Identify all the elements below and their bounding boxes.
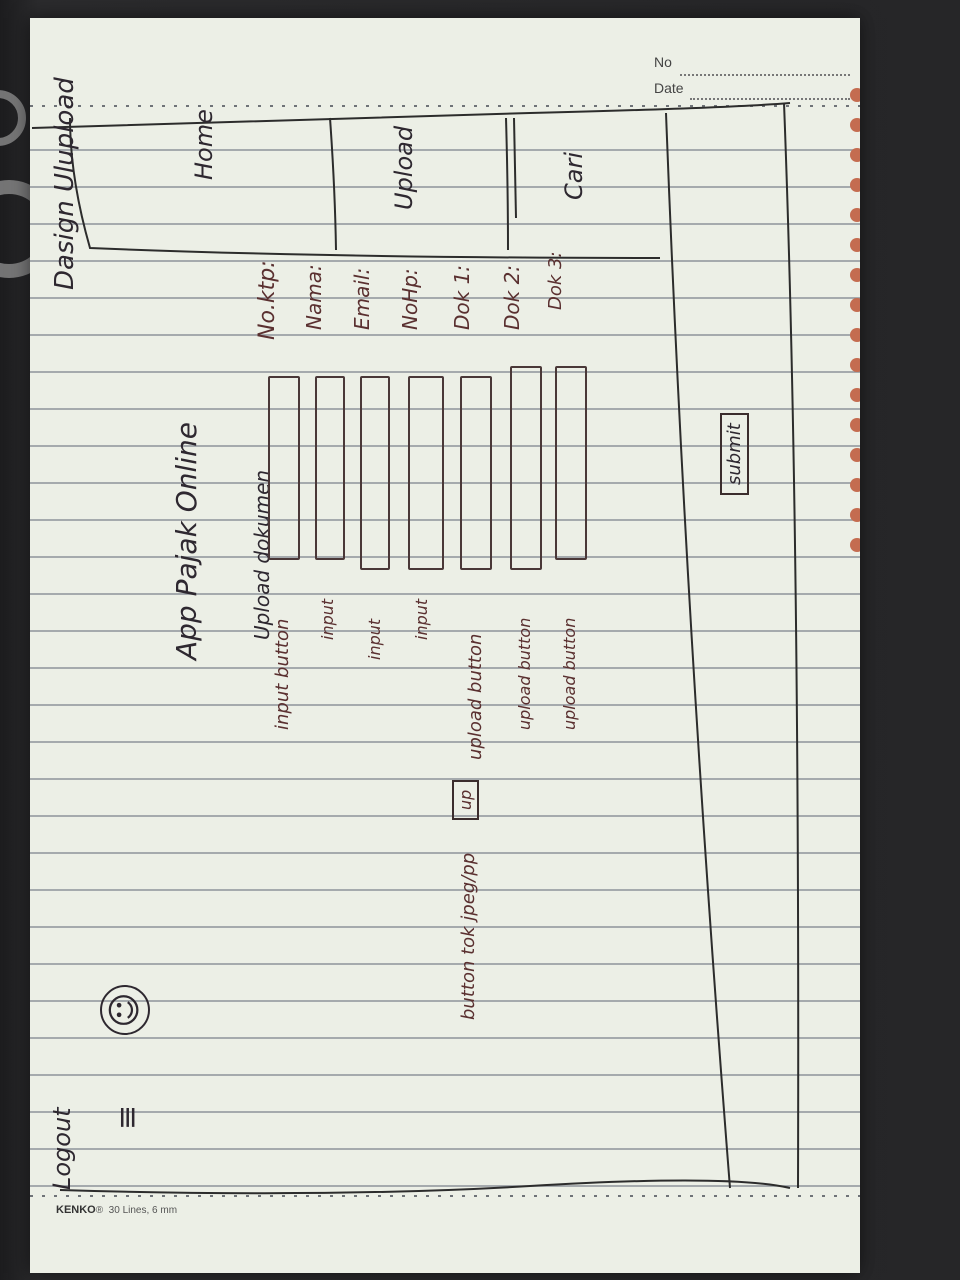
noktp-input[interactable] — [268, 376, 300, 560]
dok1-annotation: upload button — [465, 633, 486, 760]
field-label-nohp: NoHp: — [398, 268, 422, 330]
noktp-annotation: input button — [272, 618, 293, 730]
nav-upload[interactable]: Upload — [390, 125, 418, 210]
dok3-upload-field[interactable] — [555, 366, 587, 560]
dok3-annotation: upload button — [560, 617, 579, 730]
field-label-email: Email: — [350, 267, 374, 330]
wireframe-sketch: Dasign Ulupload Logout ≡ ☺ App Pajak Onl… — [40, 77, 850, 1200]
header-date-label: Date — [654, 80, 684, 96]
binder-ring-icon — [0, 90, 26, 146]
app-title: App Pajak Online — [170, 421, 203, 660]
field-label-nama: Nama: — [302, 264, 326, 330]
nohp-input[interactable] — [408, 376, 444, 570]
profile-avatar-icon[interactable]: ☺ — [100, 985, 150, 1035]
notebook-brand: KENKO® 30 Lines, 6 mm — [56, 1204, 178, 1216]
email-input[interactable] — [360, 376, 390, 570]
nohp-annotation: input — [412, 598, 431, 640]
nama-annotation: input — [318, 598, 337, 640]
nav-cari[interactable]: Cari — [560, 152, 588, 200]
nama-input[interactable] — [315, 376, 345, 560]
submit-button[interactable]: submit — [720, 413, 749, 495]
nav-home[interactable]: Home — [190, 109, 218, 180]
field-label-dok3: Dok 3: — [545, 251, 566, 310]
binder-holes — [850, 88, 860, 568]
email-annotation: input — [365, 618, 384, 660]
ruled-lines — [30, 102, 860, 1197]
logout-link[interactable]: Logout — [48, 1107, 76, 1190]
dok1-upload-field[interactable] — [460, 376, 492, 570]
up-button[interactable]: up — [452, 779, 479, 820]
field-label-dok1: Dok 1: — [450, 264, 474, 330]
hamburger-menu-icon[interactable]: ≡ — [110, 1104, 145, 1130]
up-button-note: button tok jpeg/pp — [458, 852, 479, 1020]
dok2-annotation: upload button — [515, 617, 534, 730]
dok2-upload-field[interactable] — [510, 366, 542, 570]
field-label-noktp: No.ktp: — [255, 260, 280, 340]
notebook-page: No Date KENKO® 30 Lines, 6 mm — [30, 18, 860, 1273]
header-no-label: No — [654, 54, 672, 70]
field-label-dok2: Dok 2: — [500, 264, 524, 330]
page-title: Dasign Ulupload — [50, 77, 80, 290]
